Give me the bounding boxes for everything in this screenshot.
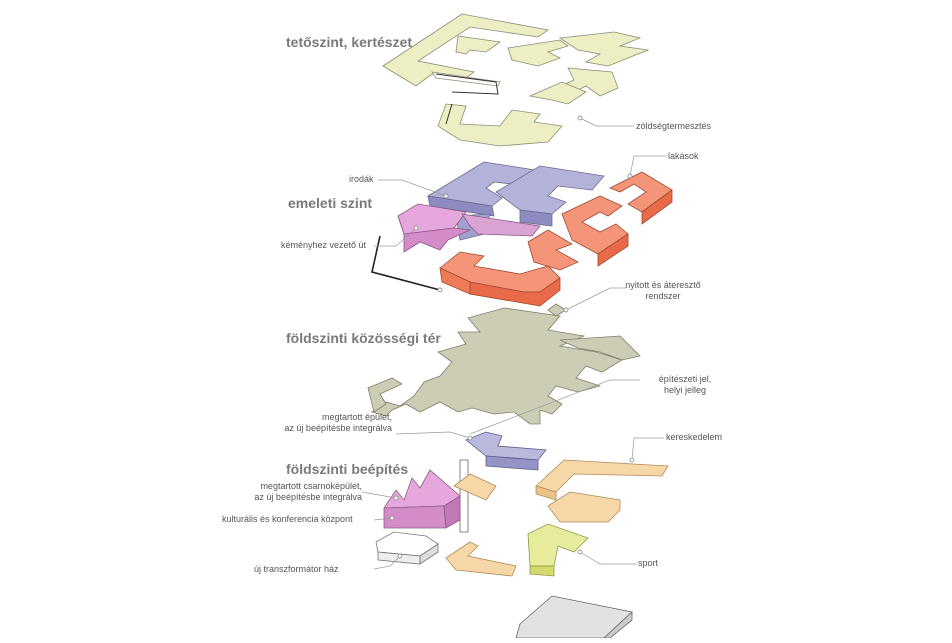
culture-ground-block [383, 469, 461, 529]
label-megtartott-line2: az új beépítésbe integrálva [284, 423, 392, 433]
label-lakasok: lakások [668, 151, 699, 161]
housing-top-3 [527, 229, 579, 271]
housing-side-4b [439, 267, 471, 295]
label-csarnok-line1: megtartott csarnoképület, [260, 481, 362, 491]
roof-block-7 [437, 103, 563, 147]
housing-top-1 [609, 171, 673, 213]
label-megtartott-line1: megtartott épület, [321, 412, 392, 422]
roof-block-6 [528, 81, 587, 105]
commerce-4 [445, 541, 517, 577]
community-wing-left [367, 377, 403, 413]
architectural-landmark-pole [459, 459, 469, 533]
commerce-2 [453, 473, 497, 501]
label-nyitott-line2: rendszer [645, 291, 681, 301]
roof-block-4 [558, 31, 650, 67]
label-zoldsegtermesztes: zöldségtermesztés [636, 121, 712, 131]
housing-side-2 [597, 233, 629, 267]
roof-layer [382, 13, 650, 147]
label-kemenyhez-vezeto-ut: kéményhez vezető út [281, 240, 367, 250]
ground-layer-title: földszinti beépítés [286, 461, 409, 477]
housing-block [439, 171, 673, 307]
office-side-1 [427, 195, 495, 217]
roof-shadow-lines [435, 73, 499, 125]
community-slab [371, 307, 623, 425]
housing-top-2 [561, 195, 629, 255]
roof-layer-title: tetőszint, kertészet [286, 34, 413, 50]
label-megtartott-epulet: megtartott épület, az új beépítésbe inte… [246, 412, 392, 434]
label-transzformator-haz: új transzformátor ház [254, 564, 339, 574]
community-nub [547, 303, 567, 317]
label-epiteszeti-line2: helyi jelleg [663, 385, 707, 395]
roof-block-3 [507, 39, 569, 67]
office-top-1 [426, 161, 549, 207]
label-irodak: irodák [349, 174, 374, 184]
label-csarnokepulet: megtartott csarnoképület, az új beépítés… [222, 481, 362, 503]
label-sport: sport [638, 558, 659, 568]
roof-block-2 [455, 35, 502, 55]
label-kulturalis-kozpont: kulturális és konferencia központ [222, 514, 353, 524]
kept-side [485, 455, 539, 471]
housing-side-1 [641, 189, 673, 225]
sport-blocks [527, 523, 589, 577]
culture-upper-front [397, 215, 472, 253]
commerce-1-side [535, 485, 557, 501]
housing-side-4 [469, 277, 561, 307]
roof-block-1 [382, 13, 550, 87]
chimney-outline [371, 235, 441, 291]
label-epiteszeti-line1: építészeti jel, [658, 374, 712, 384]
commerce-blocks [445, 459, 669, 577]
base-slab [515, 595, 633, 639]
kept-building [465, 431, 547, 471]
label-nyitott-line1: nyitott és áteresztő [625, 280, 701, 290]
commerce-3 [547, 491, 621, 523]
transformer-block [375, 531, 439, 565]
leader-lines [361, 117, 666, 570]
community-layer [367, 303, 641, 425]
sport-side [529, 565, 555, 577]
commerce-1 [535, 459, 669, 493]
kept-top [465, 431, 547, 461]
office-side-2 [519, 209, 553, 227]
community-wing-right [559, 335, 641, 361]
label-csarnok-line2: az új beépítésbe integrálva [254, 492, 362, 502]
culture-side [443, 495, 461, 529]
label-kereskedelem: kereskedelem [666, 432, 723, 442]
upper-layer-title: emeleti szint [288, 195, 373, 211]
chimney-walkway [461, 213, 541, 237]
sport-top [527, 523, 589, 567]
label-epiteszeti-jel: építészeti jel, helyi jelleg [650, 374, 720, 396]
label-nyitott: nyitott és áteresztő rendszer [618, 280, 708, 302]
community-layer-title: földszinti közösségi tér [286, 330, 441, 346]
leader-dots [389, 115, 635, 559]
